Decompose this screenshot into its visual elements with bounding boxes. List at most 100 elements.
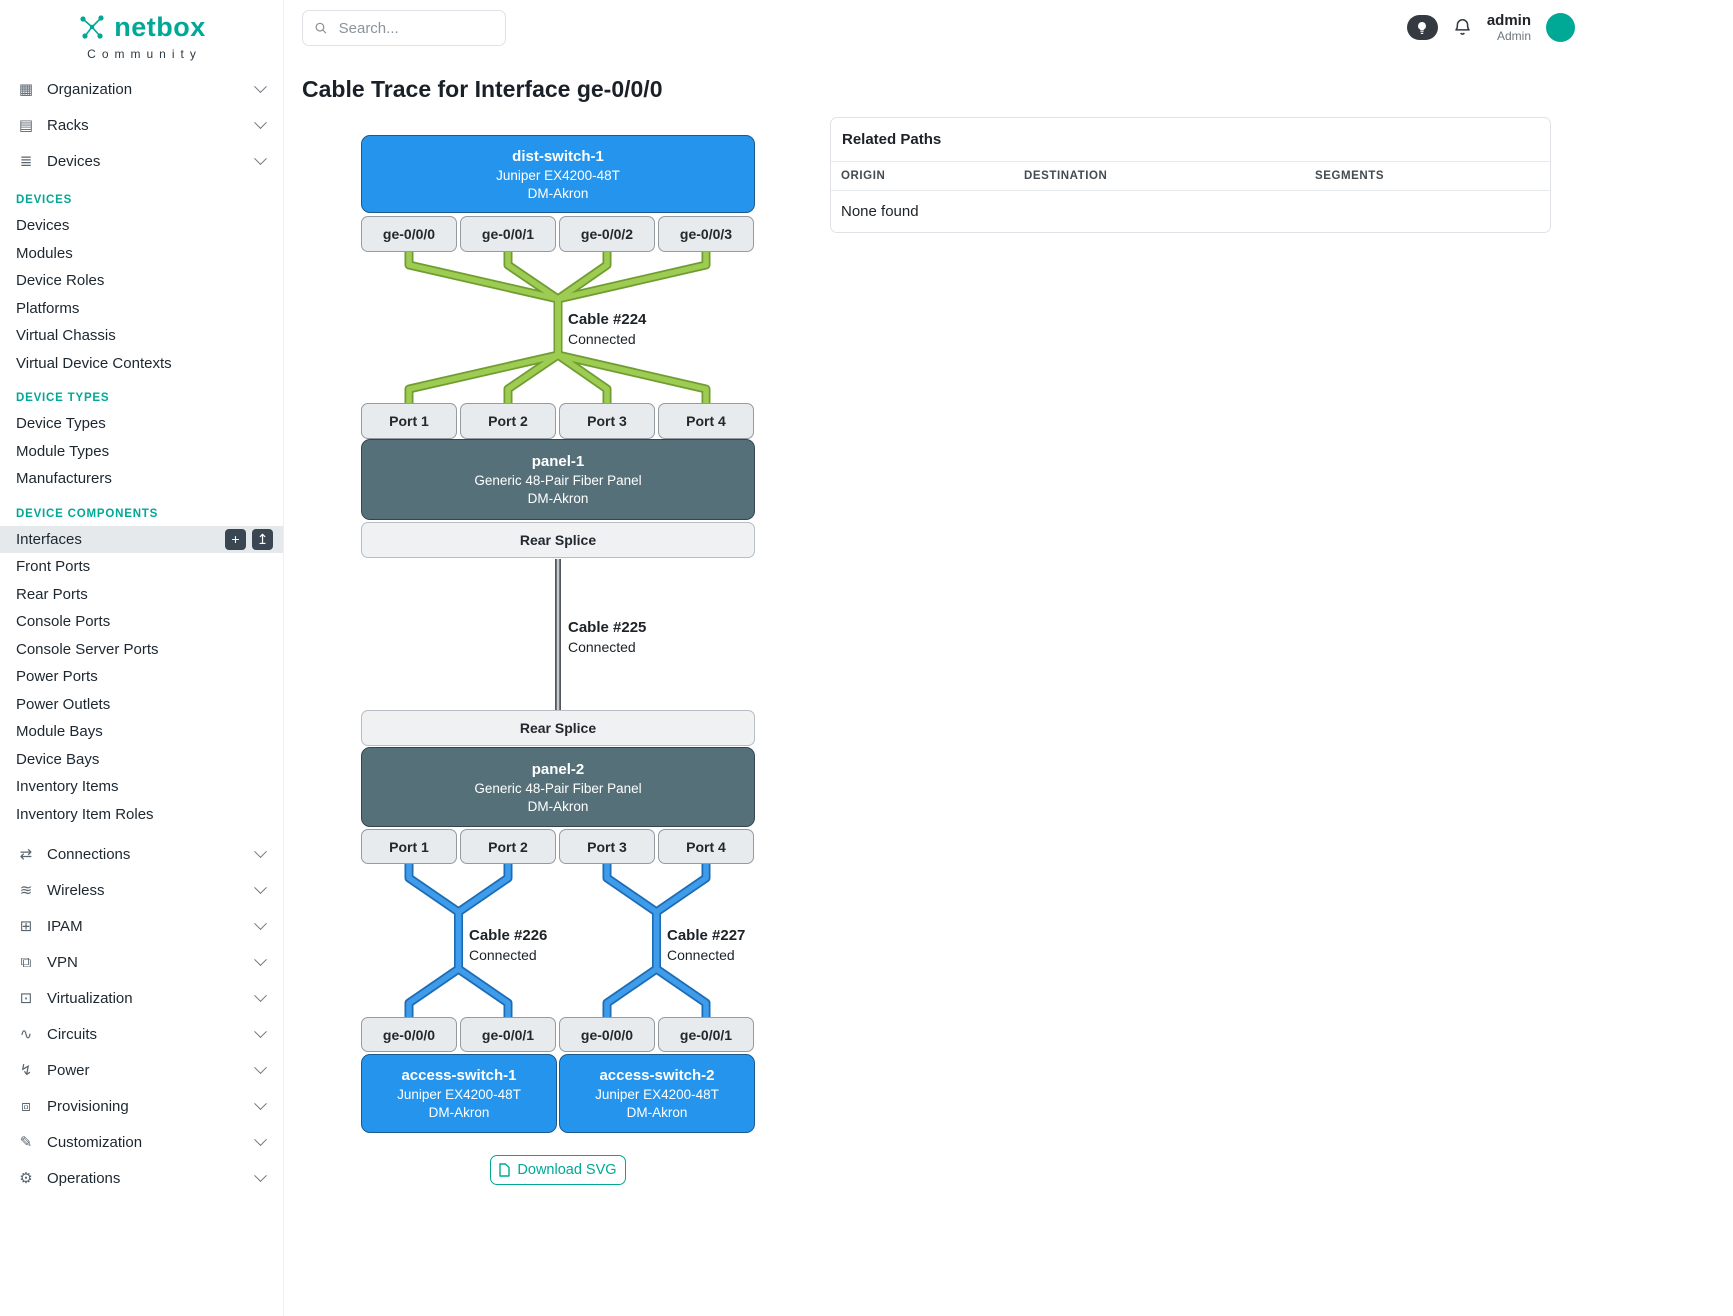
panel2-port-3[interactable]: Port 3 (559, 829, 655, 864)
interface-label: ge-0/0/2 (580, 226, 634, 242)
sidebar-item-console-server-ports[interactable]: Console Server Ports (0, 636, 283, 664)
cable-status: Connected (667, 947, 735, 963)
avatar[interactable] (1546, 13, 1575, 43)
interface-box-as1-ge-0-0-0[interactable]: ge-0/0/0 (361, 1017, 457, 1052)
import-interface-button[interactable]: ↥ (252, 528, 273, 550)
sidebar-item-manufacturers[interactable]: Manufacturers (0, 465, 283, 493)
sidebar-item-interfaces[interactable]: Interfaces + ↥ (0, 525, 283, 553)
panel1-port-4[interactable]: Port 4 (658, 403, 754, 439)
cable-name[interactable]: Cable #225 (568, 619, 647, 636)
interface-box-as2-ge-0-0-0[interactable]: ge-0/0/0 (559, 1017, 655, 1052)
theme-toggle-button[interactable] (1406, 15, 1438, 41)
sidebar-item-platforms[interactable]: Platforms (0, 295, 283, 323)
device-box-access-switch-1[interactable]: access-switch-1 Juniper EX4200-48T DM-Ak… (361, 1054, 557, 1133)
sidebar-item-virtual-chassis[interactable]: Virtual Chassis (0, 322, 283, 350)
sidebar-item-power-ports[interactable]: Power Ports (0, 663, 283, 691)
user-menu[interactable]: admin Admin (1487, 12, 1531, 43)
sidebar-section-provisioning[interactable]: ⧈ Provisioning (0, 1088, 283, 1124)
devices-icon: ≣ (19, 153, 33, 170)
sidebar-section-virtualization[interactable]: ⊡ Virtualization (0, 980, 283, 1016)
port-label: Port 1 (389, 413, 429, 429)
sidebar-section-ipam[interactable]: ⊞ IPAM (0, 908, 283, 944)
sidebar-section-organization[interactable]: ▦ Organization (0, 71, 283, 107)
interface-box-as1-ge-0-0-1[interactable]: ge-0/0/1 (460, 1017, 556, 1052)
interface-box-dist-ge-0-0-0[interactable]: ge-0/0/0 (361, 216, 457, 252)
sidebar-item-virtual-device-contexts[interactable]: Virtual Device Contexts (0, 350, 283, 378)
sidebar-section-vpn[interactable]: ⧉ VPN (0, 944, 283, 980)
sidebar-item-console-ports[interactable]: Console Ports (0, 608, 283, 636)
interface-label: ge-0/0/0 (382, 1026, 436, 1043)
chevron-down-icon (254, 79, 267, 93)
cable-name[interactable]: Cable #226 (469, 927, 548, 944)
device-model: Juniper EX4200-48T (595, 1087, 719, 1102)
sidebar-item-front-ports[interactable]: Front Ports (0, 553, 283, 581)
sidebar-section-racks[interactable]: ▤ Racks (0, 107, 283, 143)
sidebar-section-operations[interactable]: ⚙ Operations (0, 1160, 283, 1196)
sidebar-section-wireless[interactable]: ≋ Wireless (0, 872, 283, 908)
sidebar-item-device-bays[interactable]: Device Bays (0, 746, 283, 774)
item-label: Rear Ports (16, 585, 88, 603)
cable-name[interactable]: Cable #224 (568, 311, 647, 328)
device-box-panel-2[interactable]: panel-2 Generic 48-Pair Fiber Panel DM-A… (361, 747, 755, 827)
sidebar-item-modules[interactable]: Modules (0, 240, 283, 268)
panel1-port-3[interactable]: Port 3 (559, 403, 655, 439)
device-box-dist-switch-1[interactable]: dist-switch-1 Juniper EX4200-48T DM-Akro… (361, 135, 755, 213)
interface-box-dist-ge-0-0-1[interactable]: ge-0/0/1 (460, 216, 556, 252)
panel2-port-1[interactable]: Port 1 (361, 829, 457, 864)
section-label: Organization (47, 80, 133, 98)
interface-box-dist-ge-0-0-3[interactable]: ge-0/0/3 (658, 216, 754, 252)
racks-icon: ▤ (18, 117, 34, 134)
netbox-logo[interactable]: netbox Community (0, 0, 283, 61)
section-label: Racks (47, 116, 89, 134)
sidebar-item-rear-ports[interactable]: Rear Ports (0, 581, 283, 609)
item-label: Device Roles (16, 272, 105, 290)
chevron-down-icon (254, 1132, 267, 1146)
interface-box-dist-ge-0-0-2[interactable]: ge-0/0/2 (559, 216, 655, 252)
sidebar-item-devices[interactable]: Devices (0, 212, 283, 240)
search-icon (315, 22, 327, 34)
interface-box-as2-ge-0-0-1[interactable]: ge-0/0/1 (658, 1017, 754, 1052)
chevron-down-icon (254, 880, 267, 894)
panel1-port-2[interactable]: Port 2 (460, 403, 556, 439)
section-label: Customization (47, 1133, 143, 1151)
search-input[interactable] (336, 18, 494, 38)
panel2-port-2[interactable]: Port 2 (460, 829, 556, 864)
wireless-icon: ≋ (19, 882, 33, 899)
sidebar-item-device-roles[interactable]: Device Roles (0, 267, 283, 295)
device-box-access-switch-2[interactable]: access-switch-2 Juniper EX4200-48T DM-Ak… (559, 1054, 755, 1133)
add-interface-button[interactable]: + (225, 528, 246, 550)
device-name: panel-1 (531, 453, 585, 470)
sidebar-item-module-bays[interactable]: Module Bays (0, 718, 283, 746)
interface-label: ge-0/0/1 (481, 226, 535, 242)
port-label: Port 3 (587, 838, 627, 855)
device-model: Juniper EX4200-48T (496, 167, 620, 183)
sidebar-section-power[interactable]: ↯ Power (0, 1052, 283, 1088)
user-name: admin (1486, 12, 1531, 30)
download-svg-button[interactable]: Download SVG (490, 1155, 626, 1185)
sidebar-item-device-types[interactable]: Device Types (0, 410, 283, 438)
item-label: Console Ports (16, 613, 111, 631)
sidebar-item-module-types[interactable]: Module Types (0, 438, 283, 466)
sidebar-item-inventory-items[interactable]: Inventory Items (0, 773, 283, 801)
panel2-port-4[interactable]: Port 4 (658, 829, 754, 864)
sidebar-item-inventory-item-roles[interactable]: Inventory Item Roles (0, 801, 283, 829)
user-role: Admin (1496, 28, 1531, 43)
cable-name[interactable]: Cable #227 (667, 927, 746, 944)
sidebar-section-connections[interactable]: ⇄ Connections (0, 836, 283, 872)
organization-icon: ▦ (18, 81, 34, 98)
device-box-panel-1[interactable]: panel-1 Generic 48-Pair Fiber Panel DM-A… (361, 439, 755, 520)
ipam-icon: ⊞ (19, 918, 33, 935)
port-label: Port 2 (488, 413, 528, 429)
search-box[interactable] (302, 10, 506, 46)
cable-225-label: Cable #225 Connected (568, 619, 646, 655)
sidebar-section-customization[interactable]: ✎ Customization (0, 1124, 283, 1160)
notifications-button[interactable] (1453, 18, 1472, 37)
sidebar-item-power-outlets[interactable]: Power Outlets (0, 691, 283, 719)
sidebar-section-circuits[interactable]: ∿ Circuits (0, 1016, 283, 1052)
chevron-down-icon (254, 1168, 267, 1182)
page-title: Cable Trace for Interface ge-0/0/0 (302, 76, 663, 102)
circuits-icon: ∿ (19, 1026, 33, 1043)
section-label: Connections (47, 845, 131, 863)
panel1-port-1[interactable]: Port 1 (361, 403, 457, 439)
sidebar-section-devices[interactable]: ≣ Devices (0, 143, 283, 179)
